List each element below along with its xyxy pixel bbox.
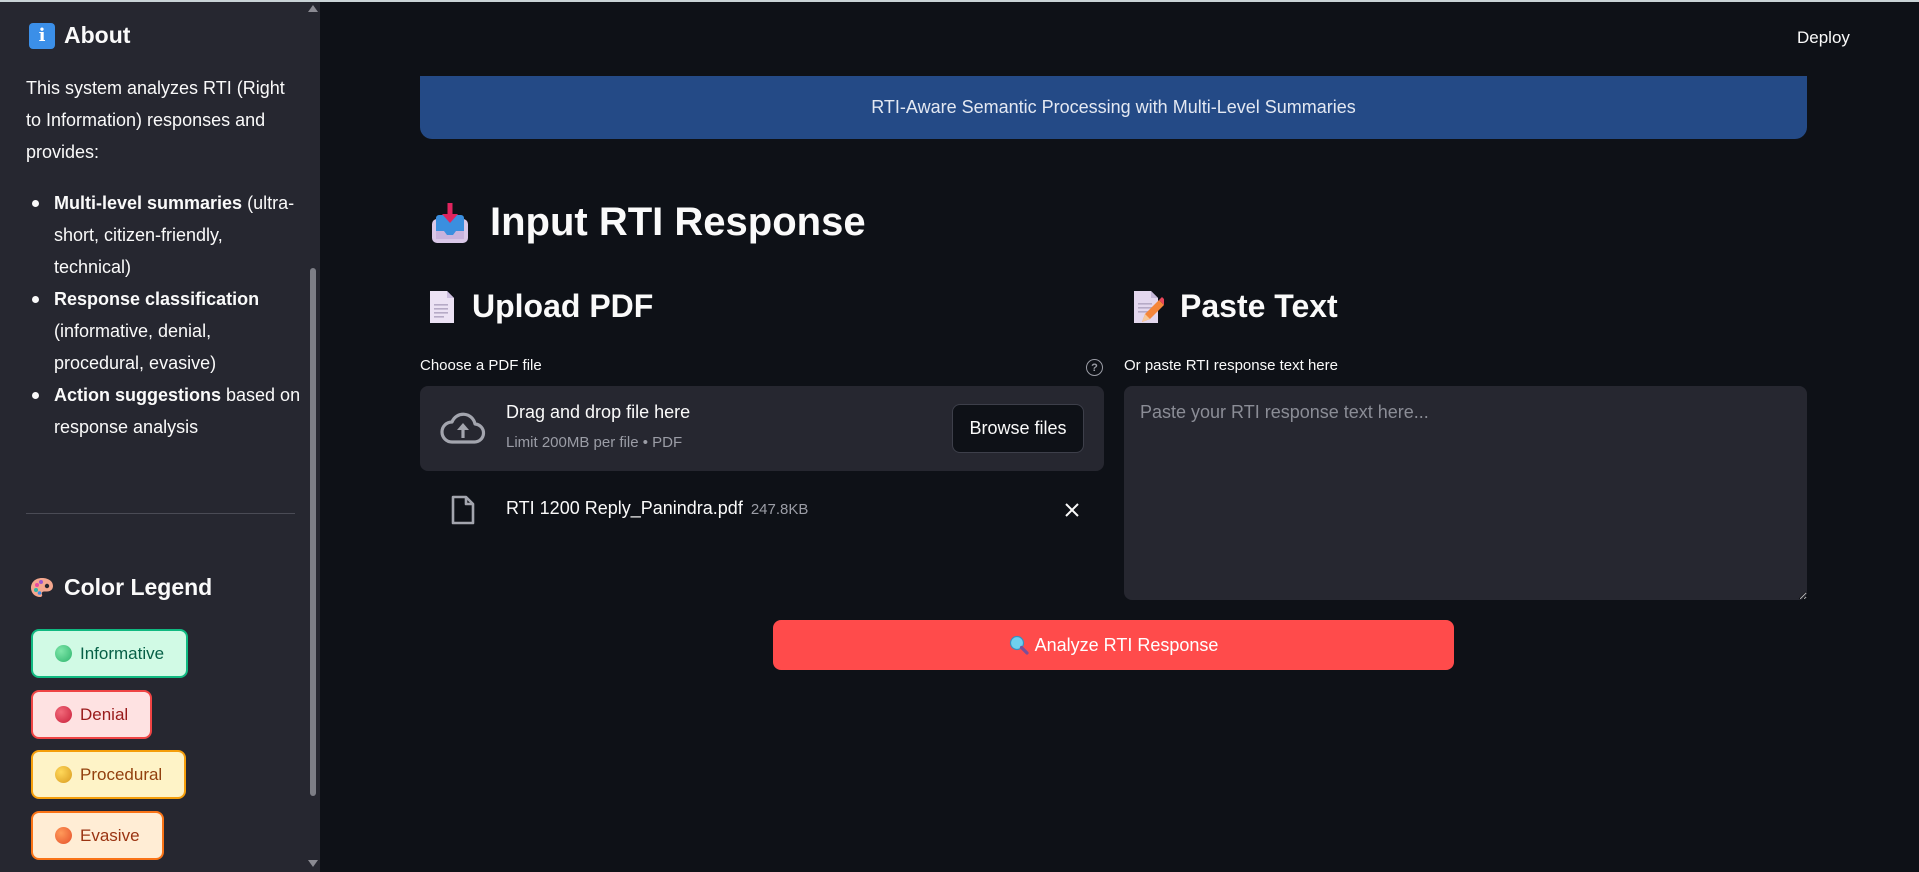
legend-badge-denial: Denial: [31, 690, 153, 739]
feature-item: Multi-level summaries (ultra-short, citi…: [26, 187, 301, 283]
sidebar-scrollbar-thumb[interactable]: [310, 268, 316, 796]
sidebar-divider: [26, 513, 295, 514]
file-name: RTI 1200 Reply_Panindra.pdf: [506, 498, 743, 518]
feature-bold: Multi-level summaries: [54, 193, 243, 213]
feature-text: based on response analysis: [54, 385, 301, 437]
feature-bold: Response classification: [54, 289, 260, 309]
feature-bold: Action suggestions: [54, 385, 222, 405]
page-title: Input RTI Response: [430, 200, 866, 245]
uploaded-file-row: RTI 1200 Reply_Panindra.pdf 247.8KB: [420, 490, 1104, 530]
red-circle-icon: [55, 706, 72, 723]
palette-icon: [29, 575, 55, 601]
legend-badge-informative: Informative: [31, 629, 189, 678]
browse-files-button[interactable]: Browse files: [952, 404, 1084, 453]
rti-text-input[interactable]: [1124, 386, 1807, 600]
pdf-dropzone[interactable]: Drag and drop file here Limit 200MB per …: [420, 386, 1104, 471]
legend-title: Color Legend: [64, 574, 213, 600]
about-heading: i About: [29, 22, 130, 49]
paste-heading: Paste Text: [1132, 288, 1338, 325]
feature-item: Action suggestions based on response ana…: [26, 379, 301, 443]
dropzone-title: Drag and drop file here: [506, 402, 691, 422]
legend-badge-procedural: Procedural: [31, 750, 187, 799]
help-icon[interactable]: ?: [1086, 359, 1103, 376]
feature-item: Response classification (informative, de…: [26, 283, 301, 379]
upload-heading: Upload PDF: [428, 288, 653, 325]
inbox-tray-icon: [430, 201, 470, 245]
page-title-text: Input RTI Response: [490, 200, 866, 244]
paste-text-label: Or paste RTI response text here: [1124, 357, 1338, 374]
uploaded-file: RTI 1200 Reply_Panindra.pdf 247.8KB: [506, 498, 808, 519]
info-icon: i: [29, 22, 55, 49]
badge-label: Informative: [80, 643, 165, 663]
remove-file-button[interactable]: [1060, 498, 1084, 522]
banner: RTI-Aware Semantic Processing with Multi…: [420, 76, 1807, 139]
feature-list: Multi-level summaries (ultra-short, citi…: [26, 187, 301, 443]
sidebar: i About This system analyzes RTI (Right …: [0, 0, 320, 872]
about-description: This system analyzes RTI (Right to Infor…: [26, 78, 285, 162]
feature-text: (ultra-short, citizen-friendly, technica…: [54, 193, 295, 277]
file-icon: [451, 495, 475, 530]
analyze-rti-button[interactable]: Analyze RTI Response: [773, 620, 1454, 670]
badge-label: Denial: [80, 704, 129, 724]
about-title: About: [64, 22, 131, 48]
green-circle-icon: [55, 645, 72, 662]
feature-text: (informative, denial, procedural, evasiv…: [54, 321, 217, 373]
yellow-circle-icon: [55, 766, 72, 783]
upload-heading-text: Upload PDF: [472, 288, 654, 324]
paste-heading-text: Paste Text: [1180, 288, 1338, 324]
legend-badge-evasive: Evasive: [31, 811, 164, 860]
badge-label: Procedural: [80, 764, 163, 784]
badge-label: Evasive: [80, 825, 140, 845]
file-size: 247.8KB: [750, 501, 809, 518]
cloud-upload-icon: [440, 410, 486, 451]
analyze-button-label: Analyze RTI Response: [1034, 634, 1219, 655]
scroll-down-arrow-icon[interactable]: [308, 860, 318, 867]
scroll-up-arrow-icon[interactable]: [308, 5, 318, 12]
page-icon: [428, 289, 456, 325]
banner-text: RTI-Aware Semantic Processing with Multi…: [871, 97, 1356, 117]
window-top-border: [0, 0, 1919, 2]
close-icon: [1065, 503, 1079, 517]
memo-icon: [1132, 289, 1164, 325]
dropzone-limit: Limit 200MB per file • PDF: [506, 434, 683, 451]
deploy-button[interactable]: Deploy: [1797, 28, 1850, 47]
pdf-uploader-label: Choose a PDF file: [420, 357, 542, 374]
legend-heading: Color Legend: [29, 574, 212, 601]
orange-circle-icon: [55, 827, 72, 844]
magnifier-icon: [1009, 635, 1029, 655]
